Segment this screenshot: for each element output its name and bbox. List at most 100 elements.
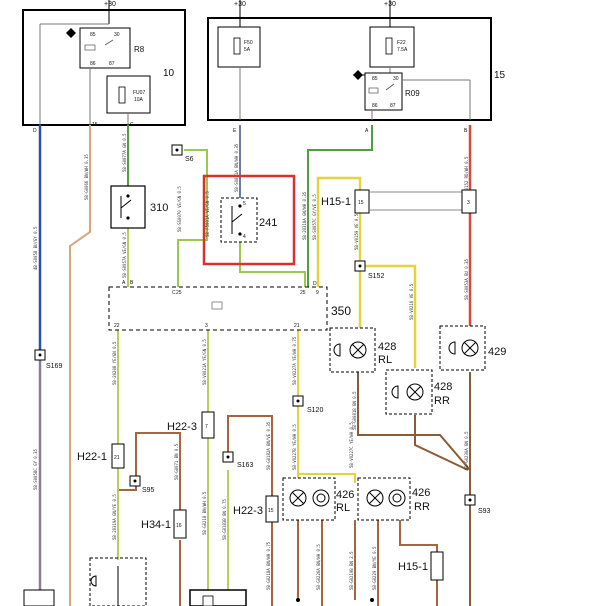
out-pin-15: 15: [92, 122, 98, 128]
bottom-partial-components: [23, 557, 374, 606]
splice-label: S169: [46, 363, 62, 370]
lamp-426-rr-side: RR: [414, 501, 430, 513]
r09-label: R09: [405, 89, 420, 98]
lamp-426-rl-num: 426: [336, 489, 354, 501]
splice-s6: S6: [171, 144, 194, 163]
splice-s93: S93: [464, 494, 491, 515]
wire-code: 5B-G0066 BN/WH 0.35: [84, 154, 89, 200]
h22-3-label-a: H22-3: [167, 421, 197, 433]
wire-code: 5B-V0159 VE 0.5: [354, 213, 359, 250]
h15-pin-15: 15: [358, 200, 364, 206]
splice-label: S163: [237, 462, 253, 469]
brake-lamp-icon: [388, 489, 406, 507]
f50-label: F50: [244, 40, 253, 46]
out-pin-a: A: [365, 128, 369, 134]
wire-code: 5B-SS0070 VE/GN 0.5: [177, 186, 182, 232]
splice-label: S6: [185, 156, 194, 163]
lamp-429[interactable]: 429: [439, 325, 506, 371]
connector-h34-1[interactable]: 16 H34-1: [141, 509, 187, 539]
c310-pin-b: B: [130, 280, 134, 286]
fuse-icon: [385, 37, 393, 55]
highlight-box: [202, 174, 296, 266]
connector-h22-3-a[interactable]: 7 H22-3: [167, 411, 215, 439]
component-241[interactable]: 5 4 241: [220, 197, 277, 243]
wire-code: 5B-S0057A VE/GN 0.5: [122, 232, 127, 278]
c350-pin-25a: 25: [176, 290, 182, 296]
h34-1-pin-16: 16: [176, 523, 182, 529]
h22-1-label: H22-1: [77, 451, 107, 463]
lamp-428-rl[interactable]: 428 RL: [329, 327, 396, 373]
c241-pin-4: 4: [243, 234, 246, 240]
wire-code: 5B-G0230A BN 0.5: [464, 431, 469, 470]
lamp-428-rr-side: RR: [434, 395, 450, 407]
h22-3-pin-7: 7: [205, 424, 208, 430]
r09-pin-86: 86: [372, 103, 378, 109]
wire-code: 5B-V0227C YE/WH 0.5: [349, 422, 354, 468]
component-241-label: 241: [259, 217, 277, 229]
h34-1-label: H34-1: [141, 519, 171, 531]
lamp-426-rr-num: 426: [412, 487, 430, 499]
component-310-label: 310: [150, 202, 168, 214]
r09-pin-87: 87: [390, 103, 396, 109]
h15-1-label-bottom: H15-1: [398, 561, 428, 573]
wire-code: 5B-G0226A BN/WH 0.5: [316, 544, 321, 590]
fuse-box-right-id: 15: [494, 70, 506, 81]
wire-code: 5B-G0182A BN/VE 0.35: [266, 421, 271, 470]
out-pin-b: B: [464, 128, 468, 134]
h15-pin-3: 3: [467, 200, 470, 206]
wire-code: 5B-V0227A YE/WH 0.75: [292, 336, 297, 385]
h15-1-label-top: H15-1: [321, 196, 351, 208]
lamp-426-rl[interactable]: 426 RL: [282, 477, 354, 521]
lamp-428-rr[interactable]: 428 RR: [385, 369, 452, 415]
connector-h15-1-top[interactable]: 15 3 H15-1: [321, 189, 477, 214]
splice-s163: S95: [129, 475, 155, 494]
lamp-426-rr[interactable]: 426 RR: [357, 477, 430, 521]
connector-h22-1[interactable]: 21 H22-1: [77, 443, 125, 469]
wires: [38, 125, 472, 606]
r8-pin-86: 86: [90, 61, 96, 67]
f22-rating: 7.5A: [397, 47, 408, 53]
fuse-icon: [118, 86, 126, 104]
f22-label: F22: [397, 40, 406, 46]
wire-code: 5B-G0218 BN/WH 0.5: [202, 491, 207, 535]
wire-code: 5B-G0081B BN 0.5: [352, 391, 357, 430]
splice-s120: S163: [222, 451, 253, 469]
module-350-label: 350: [331, 304, 351, 318]
wire-code: 5B-S0077A GN 0.5: [122, 133, 127, 172]
wire-code: 5B-20208 YE/GN 0.5: [112, 341, 117, 385]
c350-pin-25b: 25: [300, 290, 306, 296]
lamp-429-label: 429: [488, 346, 506, 358]
wire-code: 5B-G0218A BN/WH 0.75: [266, 541, 271, 590]
c350-pin-c: C: [172, 290, 176, 296]
supply-label-left: +30: [104, 1, 116, 8]
out-pin-e: E: [233, 128, 237, 134]
wire-code: 5B-G0219B BN 2.5: [349, 551, 354, 590]
wire-code: 5B-S0058C GY 0.35: [33, 448, 38, 490]
c350-pin-d: D: [313, 281, 317, 287]
r09-pin-85: 85: [372, 76, 378, 82]
r8-pin-85: 85: [90, 32, 96, 38]
connector-h15-1-bottom[interactable]: H15-1: [398, 551, 444, 581]
wire-code: 5B-20319A GN/YE 0.5: [112, 494, 117, 540]
out-pin-d: D: [33, 128, 37, 134]
connector-h22-3-b[interactable]: 15 H22-3: [233, 495, 279, 523]
splice-label: S95: [142, 487, 155, 494]
r8-pin-30: 30: [114, 32, 120, 38]
wire-code-labels: 4B-S0058 BU/GY 0.5 5B-G0066 BN/WH 0.35 5…: [33, 133, 469, 590]
c310-pin-a: A: [122, 280, 126, 286]
wire-code: 5B-S0053A BU 0.35: [464, 258, 469, 300]
wire-code: 5B-V0216 VE 0.5: [409, 283, 414, 320]
wire-code: 5B-V0227B YE/WH 0.5: [292, 424, 297, 470]
r8-pin-87: 87: [109, 61, 115, 67]
lamp-426-rl-side: RL: [336, 502, 350, 514]
splice-label: S120: [307, 407, 323, 414]
module-350[interactable]: 350 C 25 25 D 9 22 3 21: [108, 281, 351, 331]
lamp-428-rr-num: 428: [434, 381, 452, 393]
wire-code: 5B-20318A GN/WH 0.35: [302, 191, 307, 240]
component-310[interactable]: 310 A B: [110, 185, 168, 286]
brake-lamp-icon: [312, 489, 330, 507]
fuse-box-left: +30 85 30 86 87 R8 FU07 10A 10 D 15 G: [22, 0, 186, 134]
splice-s95: S120: [292, 395, 323, 414]
module-icon: [211, 301, 223, 310]
